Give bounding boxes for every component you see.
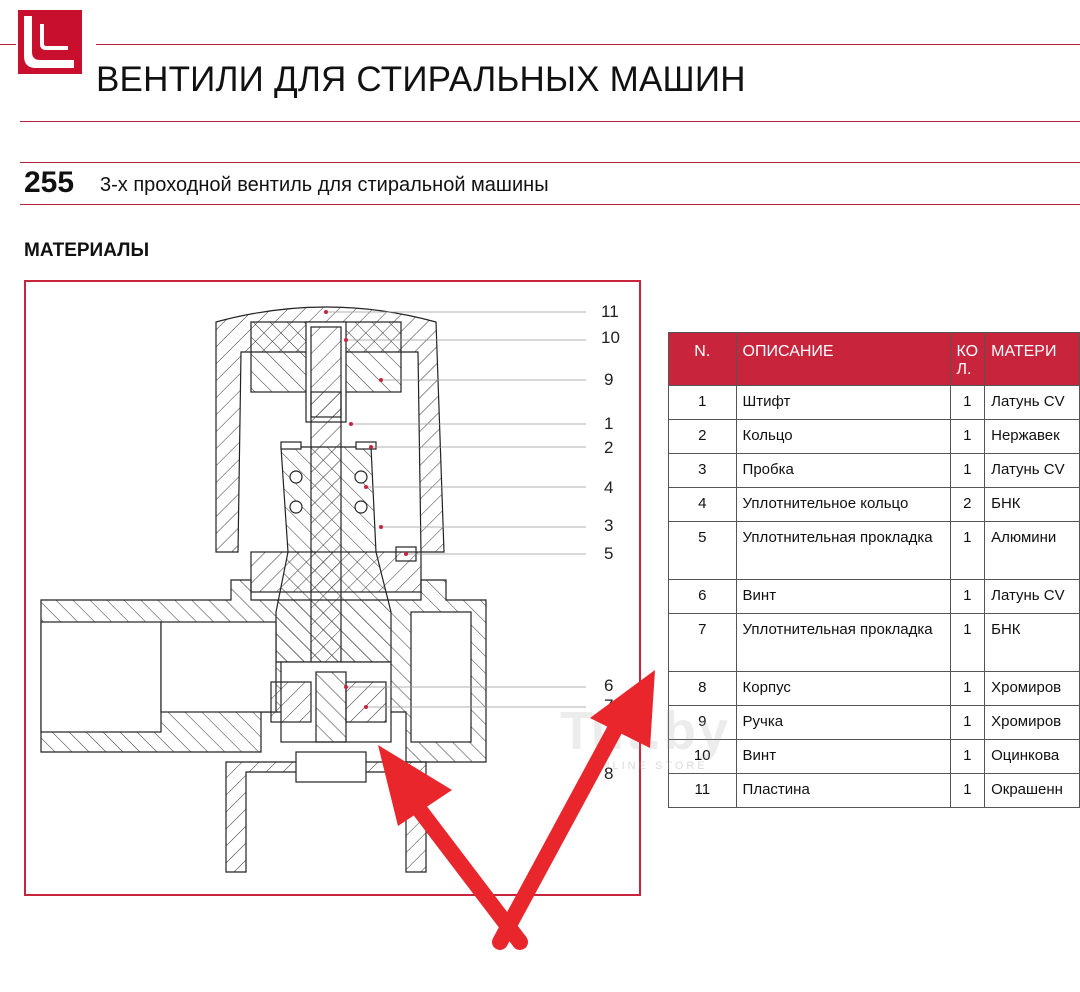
header-rule-bottom — [20, 121, 1080, 122]
product-description: 3-х проходной вентиль для стиральной маш… — [100, 174, 549, 196]
callout-label: 1 — [604, 414, 614, 433]
callout-label: 6 — [604, 676, 614, 695]
cell-description: Ручка — [735, 705, 951, 740]
cell-material: Нержавек — [984, 419, 1080, 454]
cell-material: Латунь CV — [984, 385, 1080, 420]
callout-label: 11 — [601, 302, 619, 321]
callout-label: 5 — [604, 544, 614, 563]
callout-label: 9 — [604, 370, 614, 389]
cell-number: 4 — [668, 487, 737, 522]
section-label: МАТЕРИАЛЫ — [24, 240, 150, 261]
header-rule-left — [0, 44, 16, 45]
callout-label: 8 — [604, 764, 614, 783]
cell-material: Оцинкова — [984, 739, 1080, 774]
cell-description: Винт — [735, 739, 951, 774]
cell-number: 2 — [668, 419, 737, 454]
column-header-quantity: КО Л. — [949, 332, 986, 386]
cell-number: 11 — [668, 773, 737, 808]
cell-material: Окрашенн — [984, 773, 1080, 808]
product-rule-bottom — [20, 204, 1080, 205]
cell-quantity: 2 — [949, 487, 986, 522]
callout-label: 2 — [604, 438, 614, 457]
cell-material: Латунь CV — [984, 453, 1080, 488]
cell-description: Уплотнительная прокладка — [735, 613, 951, 672]
product-number: 255 — [24, 166, 75, 199]
product-rule-top — [20, 162, 1080, 163]
cell-material: БНК — [984, 613, 1080, 672]
callout-label: 3 — [604, 516, 614, 535]
page-title: ВЕНТИЛИ ДЛЯ СТИРАЛЬНЫХ МАШИН — [96, 60, 746, 99]
table-header-row: N. ОПИСАНИЕ КО Л. МАТЕРИ — [668, 332, 1080, 386]
header-rule-top — [96, 44, 1080, 45]
callout-label: 10 — [601, 328, 620, 347]
arrow-head-right — [590, 670, 655, 748]
cell-material: Латунь CV — [984, 579, 1080, 614]
callout-label: 4 — [604, 478, 614, 497]
annotation-arrow-right — [492, 697, 636, 950]
annotation-arrow-left — [404, 792, 528, 950]
cell-number: 5 — [668, 521, 737, 580]
cell-number: 7 — [668, 613, 737, 672]
cell-material: Хромиров — [984, 705, 1080, 740]
cell-description: Корпус — [735, 671, 951, 706]
cell-number: 6 — [668, 579, 737, 614]
column-header-material: МАТЕРИ — [984, 332, 1080, 386]
watermark-subtitle: ONLINE STORE — [590, 760, 708, 772]
valve-cross-section-diagram: 11 10 9 1 2 4 3 5 6 7 8 — [24, 280, 641, 896]
arrow-head-left — [378, 745, 452, 826]
cell-quantity: 1 — [949, 739, 986, 774]
cell-description: Уплотнительное кольцо — [735, 487, 951, 522]
cell-description: Уплотнительная прокладка — [735, 521, 951, 580]
cell-description: Пластина — [735, 773, 951, 808]
cell-description: Пробка — [735, 453, 951, 488]
brand-logo-icon — [18, 10, 82, 74]
cell-number: 10 — [668, 739, 737, 774]
